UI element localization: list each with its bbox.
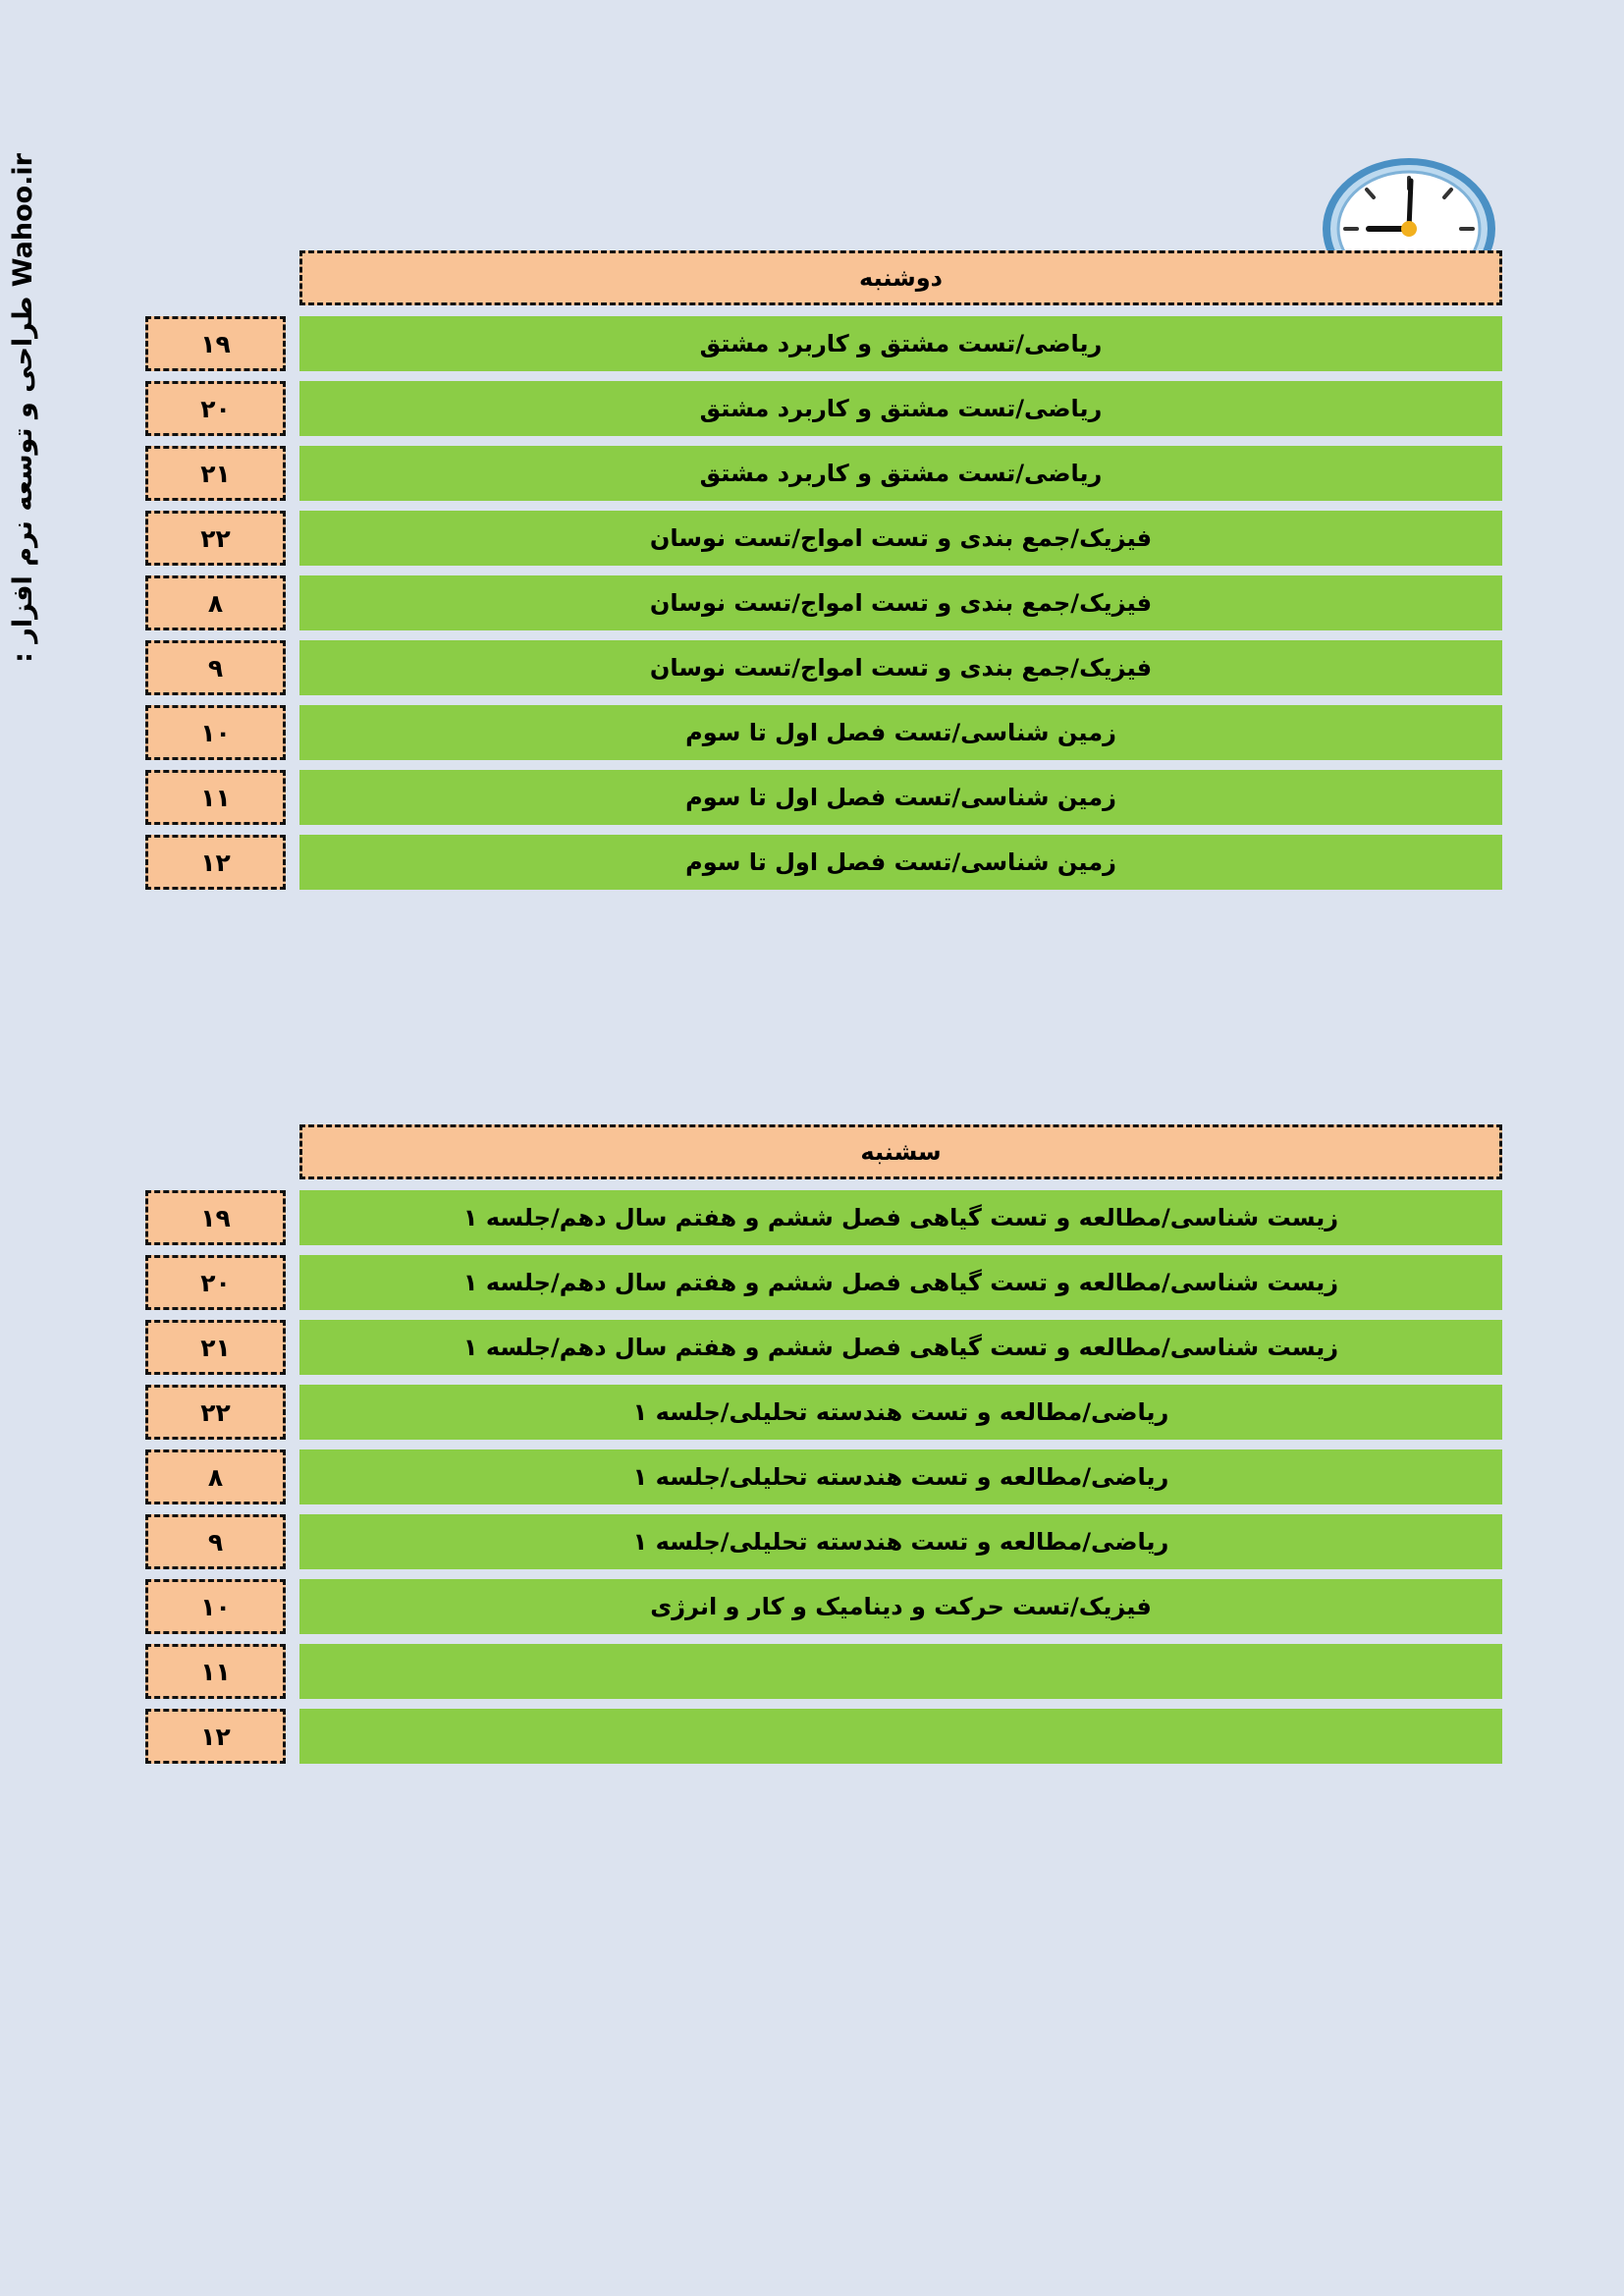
spacer (286, 1514, 299, 1569)
task-label: زیست شناسی/مطالعه و تست گیاهی فصل ششم و … (299, 1320, 1502, 1375)
task-label: زمین شناسی/تست فصل اول تا سوم (299, 705, 1502, 760)
table-row[interactable]: ریاضی/مطالعه و تست هندسته تحلیلی/جلسه ۱ … (88, 1449, 1502, 1504)
spacer (286, 1190, 299, 1245)
task-label: فیزیک/جمع بندی و تست امواج/تست نوسان (299, 511, 1502, 566)
time-label: ۲۲ (145, 511, 286, 566)
task-label: ریاضی/تست مشتق و کاربرد مشتق (299, 316, 1502, 371)
time-label: ۹ (145, 1514, 286, 1569)
spacer (286, 511, 299, 566)
header-time-spacer (88, 1124, 286, 1179)
time-label: ۱۱ (145, 770, 286, 825)
spacer (286, 705, 299, 760)
table-row[interactable]: فیزیک/جمع بندی و تست امواج/تست نوسان ۸ (88, 575, 1502, 630)
spacer (286, 1255, 299, 1310)
spacer (286, 1124, 299, 1179)
time-label: ۱۱ (145, 1644, 286, 1699)
table-row[interactable]: ریاضی/مطالعه و تست هندسته تحلیلی/جلسه ۱ … (88, 1514, 1502, 1569)
spacer (286, 446, 299, 501)
task-label: زمین شناسی/تست فصل اول تا سوم (299, 770, 1502, 825)
table-row[interactable]: ریاضی/تست مشتق و کاربرد مشتق ۲۱ (88, 446, 1502, 501)
spacer (286, 575, 299, 630)
table-row[interactable]: ریاضی/تست مشتق و کاربرد مشتق ۱۹ (88, 316, 1502, 371)
table-row[interactable]: زیست شناسی/مطالعه و تست گیاهی فصل ششم و … (88, 1255, 1502, 1310)
task-label: ریاضی/تست مشتق و کاربرد مشتق (299, 446, 1502, 501)
table-row[interactable]: ریاضی/تست مشتق و کاربرد مشتق ۲۰ (88, 381, 1502, 436)
task-label: زمین شناسی/تست فصل اول تا سوم (299, 835, 1502, 890)
spacer (286, 1320, 299, 1375)
day-header-label: سشنبه (299, 1124, 1502, 1179)
time-label: ۲۰ (145, 381, 286, 436)
spacer (286, 250, 299, 305)
time-label: ۱۰ (145, 705, 286, 760)
table-row[interactable]: زمین شناسی/تست فصل اول تا سوم ۱۱ (88, 770, 1502, 825)
schedule-table-monday: دوشنبه ریاضی/تست مشتق و کاربرد مشتق ۱۹ ر… (88, 250, 1502, 900)
time-label: ۸ (145, 575, 286, 630)
time-label: ۲۱ (145, 1320, 286, 1375)
table-row[interactable]: زمین شناسی/تست فصل اول تا سوم ۱۲ (88, 835, 1502, 890)
day-header-row: سشنبه (88, 1124, 1502, 1179)
task-label: ریاضی/مطالعه و تست هندسته تحلیلی/جلسه ۱ (299, 1449, 1502, 1504)
branding-vertical-text: Wahoo.ir طراحی و توسعه نرم افزار : (8, 128, 38, 678)
task-label: ریاضی/مطالعه و تست هندسته تحلیلی/جلسه ۱ (299, 1514, 1502, 1569)
time-label: ۲۲ (145, 1385, 286, 1440)
table-row[interactable]: ریاضی/مطالعه و تست هندسته تحلیلی/جلسه ۱ … (88, 1385, 1502, 1440)
branding-site-name: Wahoo.ir (8, 153, 38, 288)
time-label: ۲۰ (145, 1255, 286, 1310)
time-label: ۱۹ (145, 316, 286, 371)
schedule-table-tuesday: سشنبه زیست شناسی/مطالعه و تست گیاهی فصل … (88, 1124, 1502, 1774)
table-row[interactable]: زیست شناسی/مطالعه و تست گیاهی فصل ششم و … (88, 1320, 1502, 1375)
task-label: فیزیک/تست حرکت و دینامیک و کار و انرژی (299, 1579, 1502, 1634)
table-row[interactable]: فیزیک/جمع بندی و تست امواج/تست نوسان ۹ (88, 640, 1502, 695)
time-label: ۱۹ (145, 1190, 286, 1245)
spacer (286, 1579, 299, 1634)
spacer (286, 1709, 299, 1764)
spacer (286, 316, 299, 371)
spacer (286, 381, 299, 436)
table-row[interactable]: زیست شناسی/مطالعه و تست گیاهی فصل ششم و … (88, 1190, 1502, 1245)
day-header-row: دوشنبه (88, 250, 1502, 305)
time-label: ۹ (145, 640, 286, 695)
task-label (299, 1644, 1502, 1699)
task-label: زیست شناسی/مطالعه و تست گیاهی فصل ششم و … (299, 1255, 1502, 1310)
spacer (286, 640, 299, 695)
branding-strip: Wahoo.ir طراحی و توسعه نرم افزار : (0, 0, 88, 2296)
table-row[interactable]: ۱۱ (88, 1644, 1502, 1699)
time-label: ۲۱ (145, 446, 286, 501)
task-label: ریاضی/مطالعه و تست هندسته تحلیلی/جلسه ۱ (299, 1385, 1502, 1440)
header-time-spacer (88, 250, 286, 305)
table-row[interactable]: ۱۲ (88, 1709, 1502, 1764)
table-row[interactable]: زمین شناسی/تست فصل اول تا سوم ۱۰ (88, 705, 1502, 760)
spacer (286, 1385, 299, 1440)
task-label: زیست شناسی/مطالعه و تست گیاهی فصل ششم و … (299, 1190, 1502, 1245)
spacer (286, 1644, 299, 1699)
task-label (299, 1709, 1502, 1764)
branding-tagline: طراحی و توسعه نرم افزار : (8, 296, 38, 663)
task-label: فیزیک/جمع بندی و تست امواج/تست نوسان (299, 575, 1502, 630)
spacer (286, 770, 299, 825)
time-label: ۱۲ (145, 1709, 286, 1764)
table-row[interactable]: فیزیک/تست حرکت و دینامیک و کار و انرژی ۱… (88, 1579, 1502, 1634)
table-row[interactable]: فیزیک/جمع بندی و تست امواج/تست نوسان ۲۲ (88, 511, 1502, 566)
time-label: ۱۰ (145, 1579, 286, 1634)
schedule-content: دوشنبه ریاضی/تست مشتق و کاربرد مشتق ۱۹ ر… (88, 0, 1624, 2296)
time-label: ۱۲ (145, 835, 286, 890)
time-label: ۸ (145, 1449, 286, 1504)
day-header-label: دوشنبه (299, 250, 1502, 305)
task-label: ریاضی/تست مشتق و کاربرد مشتق (299, 381, 1502, 436)
spacer (286, 835, 299, 890)
spacer (286, 1449, 299, 1504)
task-label: فیزیک/جمع بندی و تست امواج/تست نوسان (299, 640, 1502, 695)
